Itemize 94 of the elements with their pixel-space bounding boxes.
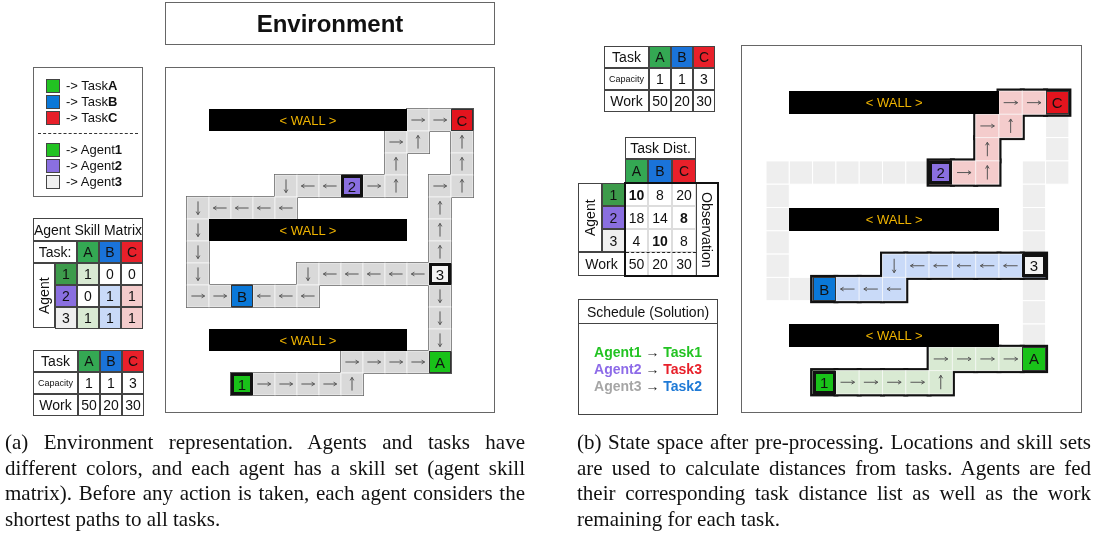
schedule-heading: Schedule (Solution) xyxy=(579,300,717,324)
table-value: 20 xyxy=(648,252,672,276)
row-header: Capacity xyxy=(33,372,78,394)
column-header: B xyxy=(648,159,672,183)
row-header: Agent xyxy=(33,263,55,328)
row-header: 2 xyxy=(55,285,77,307)
table-value: 1 xyxy=(77,263,99,285)
agent-tile: 3 xyxy=(429,263,451,285)
task-tile: B xyxy=(231,285,253,307)
table-value: 50 xyxy=(78,394,100,416)
table-value: 8 xyxy=(648,183,672,206)
wall-bar: < WALL > xyxy=(789,207,999,231)
table-value: 1 xyxy=(121,307,143,329)
row-header: 2 xyxy=(602,206,625,229)
table-value: 0 xyxy=(77,285,99,307)
table-value: 50 xyxy=(649,90,671,112)
table-value: 20 xyxy=(672,183,696,206)
legend-label: -> TaskC xyxy=(66,109,118,127)
task-tile: C xyxy=(451,109,473,131)
row-header: Task: xyxy=(33,241,77,263)
title-banner: Environment xyxy=(165,2,495,45)
column-header: C xyxy=(122,350,144,372)
column-header: B xyxy=(99,241,121,263)
wall-bar: < WALL > xyxy=(209,329,407,351)
table-value: 30 xyxy=(693,90,715,112)
agent-tile: 1 xyxy=(231,373,253,395)
table-value: 1 xyxy=(77,307,99,329)
table-value: 1 xyxy=(671,68,693,90)
table-value: 20 xyxy=(671,90,693,112)
row-header: 3 xyxy=(55,307,77,329)
table-value: 30 xyxy=(122,394,144,416)
agent-tile: 3 xyxy=(1022,254,1046,278)
row-header: Work xyxy=(578,252,625,276)
row-header: Work xyxy=(33,394,78,416)
schedule-panel xyxy=(578,299,718,415)
task-tile: B xyxy=(812,277,836,301)
table-value: 1 xyxy=(99,285,121,307)
column-header: B xyxy=(671,46,693,68)
legend-label: -> Agent3 xyxy=(66,173,123,191)
row-header: Agent xyxy=(578,183,602,252)
table-value: 10 xyxy=(648,229,672,252)
table-title: Agent Skill Matrix xyxy=(33,218,143,241)
table-value: 0 xyxy=(99,263,121,285)
row-header: Work xyxy=(604,90,649,112)
legend-label: -> TaskA xyxy=(66,77,118,95)
table-value: 30 xyxy=(672,252,696,276)
table-value: 8 xyxy=(672,229,696,252)
wall-bar: < WALL > xyxy=(209,219,407,241)
table-value: 1 xyxy=(100,372,122,394)
table-value: 1 xyxy=(99,307,121,329)
row-header: 1 xyxy=(602,183,625,206)
agent-tile: 2 xyxy=(341,175,363,197)
agent-tile: 2 xyxy=(929,160,953,185)
row-header: 1 xyxy=(55,263,77,285)
column-header: C xyxy=(121,241,143,263)
task-tile: C xyxy=(1045,91,1069,115)
legend-label: -> TaskB xyxy=(66,93,118,111)
schedule-entry: Agent2 → Task3 xyxy=(593,361,703,378)
column-header: C xyxy=(693,46,715,68)
row-header: 3 xyxy=(602,229,625,252)
table-value: 1 xyxy=(121,285,143,307)
table-value: 3 xyxy=(122,372,144,394)
table-value: 1 xyxy=(78,372,100,394)
column-header: C xyxy=(672,159,696,183)
row-header: Capacity xyxy=(604,68,649,90)
column-header: Task xyxy=(604,46,649,68)
table-value: 3 xyxy=(693,68,715,90)
wall-bar: < WALL > xyxy=(789,91,999,115)
column-header: A xyxy=(625,159,648,183)
table-value: 18 xyxy=(625,206,648,229)
map-panel xyxy=(741,45,1082,413)
column-header: B xyxy=(100,350,122,372)
task-tile: A xyxy=(429,351,451,373)
task-tile: A xyxy=(1022,347,1046,371)
legend-label: -> Agent1 xyxy=(66,141,123,159)
table-value: 8 xyxy=(672,206,696,229)
column-header: A xyxy=(649,46,671,68)
figure-caption: (a) Environment representation. Agents and tasks have different colors, and each agent has a skill set (agent skill matrix). Before any action is taken, each agent considers the shortest paths to all tasks. xyxy=(5,430,525,532)
table-value: 14 xyxy=(648,206,672,229)
wall-bar: < WALL > xyxy=(209,109,407,131)
schedule-entry: Agent1 → Task1 xyxy=(593,344,703,361)
table-value: 0 xyxy=(121,263,143,285)
map-panel xyxy=(165,67,495,413)
table-value: 4 xyxy=(625,229,648,252)
legend-label: -> Agent2 xyxy=(66,157,123,175)
column-header: Task xyxy=(33,350,78,372)
figure-caption: (b) State space after pre-processing. Locations and skill sets are used to calculate distances from tasks. Agents are fed their corresponding task distance list as well as the work remaining for each task. xyxy=(577,430,1091,532)
table-title: Task Dist. xyxy=(625,137,696,159)
table-value: 20 xyxy=(100,394,122,416)
wall-bar: < WALL > xyxy=(789,324,999,348)
column-header: A xyxy=(77,241,99,263)
column-header: A xyxy=(78,350,100,372)
table-value: 1 xyxy=(649,68,671,90)
schedule-entry: Agent3 → Task2 xyxy=(593,378,703,395)
